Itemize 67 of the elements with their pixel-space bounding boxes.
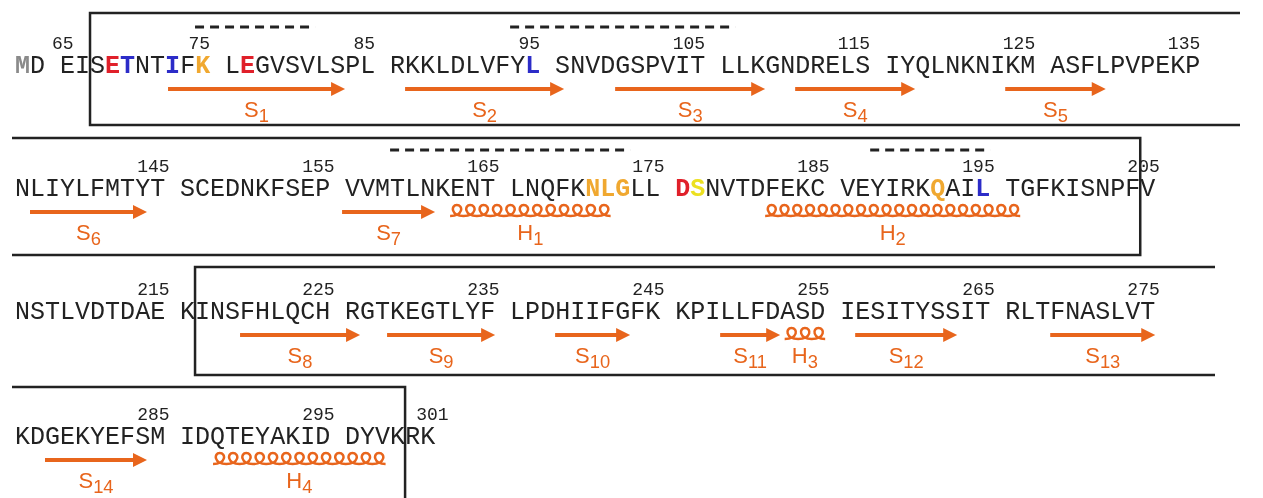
residue-number: 65 (51, 35, 74, 53)
residue-number: 155 (302, 158, 335, 176)
helix-label: H$_{3}$ (791, 344, 818, 375)
residue-number: 255 (797, 281, 830, 299)
strand-label: S$_{5}$ (1043, 98, 1068, 129)
sequence-text: SCEDNKFSEP (180, 177, 331, 203)
strand-label: S$_{9}$ (428, 344, 454, 375)
sequence-text: DYVKRK (345, 425, 436, 451)
strand-label: S$_{8}$ (287, 344, 313, 375)
residue-number: 105 (672, 35, 706, 53)
residue-number: 125 (1002, 35, 1036, 53)
strand-label: S$_{2}$ (472, 98, 498, 129)
sequence-text: LLKGNDRELS (720, 54, 871, 80)
residue-number: 85 (353, 35, 376, 53)
sequence-text: VEYIRKQAIL (840, 177, 991, 203)
sequence-text: NLIYLFMTYT (15, 177, 166, 203)
residue-number: 265 (962, 281, 995, 299)
residue-number: 75 (188, 35, 211, 53)
strand-label: S$_{6}$ (76, 221, 101, 252)
residue-number: 235 (467, 281, 500, 299)
residue-number: 301 (416, 406, 449, 424)
sequence-text: RKKLDLVFYL (390, 54, 541, 80)
strand-label: S$_{4}$ (842, 98, 868, 129)
sequence-text: RGTKEGTLYF (345, 300, 496, 326)
residue-number: 195 (962, 158, 995, 176)
residue-number: 115 (837, 35, 871, 53)
helix-label: H$_{2}$ (879, 221, 906, 252)
sequence-text: LEGVSVLSPL (225, 54, 376, 80)
strand-label: S$_{11}$ (733, 344, 767, 375)
sequence-text: KDGEKYEFSM (15, 425, 166, 451)
sequence-text: KINSFHLQCH (180, 300, 331, 326)
sequence-text: DSNVTDFEKC (675, 177, 826, 203)
sequence-text: VVMTLNKENT (345, 177, 496, 203)
strand-label: S$_{10}$ (575, 344, 611, 375)
residue-number: 135 (1167, 35, 1201, 53)
residue-number: 165 (467, 158, 500, 176)
sequence-text: ASFLPVPEKP (1050, 54, 1201, 80)
sequence-text: IDQTEYAKID (180, 425, 331, 451)
helix-label: H$_{1}$ (517, 221, 544, 252)
residue-number: 245 (632, 281, 665, 299)
sequence-text: RLTFNASLVT (1005, 300, 1156, 326)
residue-number: 175 (632, 158, 665, 176)
sequence-text: LPDHIIFGFK (510, 300, 661, 326)
residue-number: 225 (302, 281, 335, 299)
sequence-text: IESITYSSIT (840, 300, 991, 326)
sequence-text: IYQLNKNIKM (885, 54, 1036, 80)
sequence-text: TGFKISNPFV (1005, 177, 1156, 203)
strand-label: S$_{12}$ (888, 344, 924, 375)
strand-label: S$_{14}$ (78, 469, 114, 498)
residue-number: 215 (137, 281, 170, 299)
residue-number: 295 (302, 406, 335, 424)
sequence-text: KPILLFDASD (675, 300, 826, 326)
helix-label: H$_{4}$ (286, 469, 313, 498)
sequence-text: LNQFKNLGLL (510, 177, 661, 203)
sequence-text: MD (15, 54, 46, 80)
strand-label: S$_{1}$ (244, 98, 269, 129)
residue-number: 185 (797, 158, 830, 176)
strand-label: S$_{3}$ (677, 98, 703, 129)
residue-number: 285 (137, 406, 170, 424)
residue-number: 145 (137, 158, 170, 176)
strand-label: S$_{13}$ (1085, 344, 1121, 375)
residue-number: 275 (1127, 281, 1160, 299)
sequence-text: SNVDGSPVIT (555, 54, 706, 80)
residue-number: 95 (518, 35, 541, 53)
sequence-text: EISETNTIFK (60, 54, 211, 80)
strand-label: S$_{7}$ (376, 221, 401, 252)
sequence-text: NSTLVDTDAE (15, 300, 166, 326)
